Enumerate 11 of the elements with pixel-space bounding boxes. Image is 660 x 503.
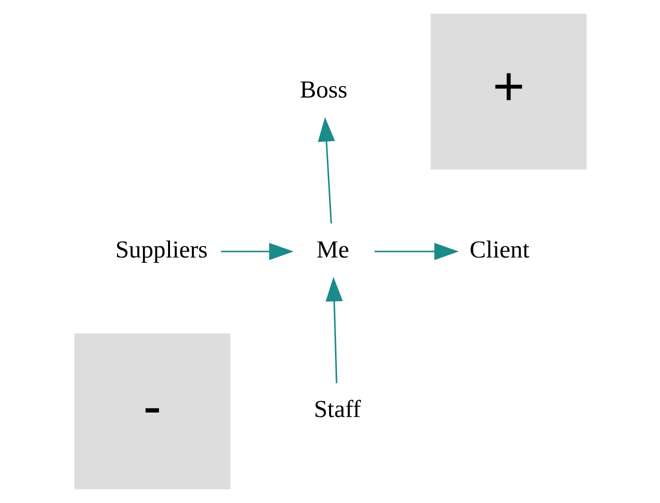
arrow: [325, 276, 342, 384]
node-text: Staff: [313, 396, 360, 424]
arrow: [374, 242, 458, 260]
node-text: Suppliers: [114, 236, 208, 264]
arrow: [317, 117, 334, 224]
node-text: Me: [316, 236, 349, 264]
node-box: +: [430, 14, 586, 170]
node-text: Client: [469, 236, 529, 264]
arrow: [220, 242, 294, 260]
node-text: Boss: [299, 76, 347, 104]
node-box: -: [74, 333, 230, 490]
